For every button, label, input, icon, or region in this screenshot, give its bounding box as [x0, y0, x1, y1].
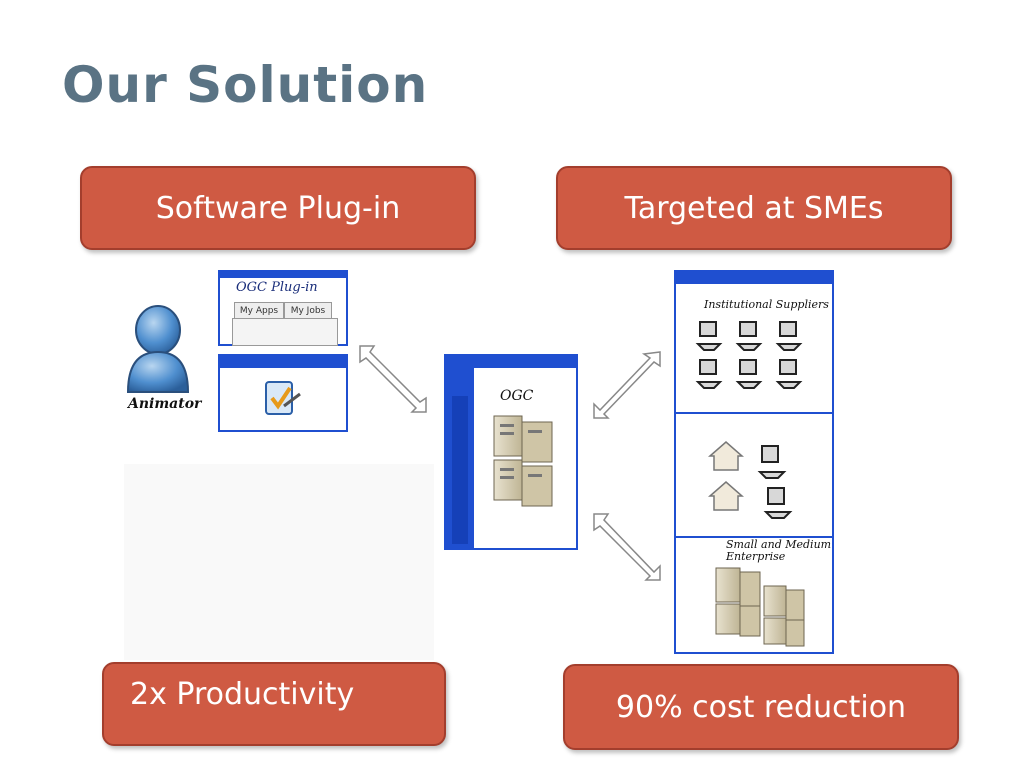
institutional-window: Institutional Suppliers — [674, 270, 834, 414]
institutional-label: Institutional Suppliers — [704, 298, 829, 311]
plugin-content-area — [232, 318, 338, 346]
double-arrow-icon — [593, 513, 661, 581]
ogc-sidebar-inner — [452, 396, 468, 544]
productivity-box: 2x Productivity — [102, 662, 446, 746]
sme-label-line1: Small and Medium — [726, 538, 832, 551]
ogc-label: OGC — [500, 388, 534, 404]
animator-label: Animator — [128, 396, 202, 412]
plugin-title: OGC Plug-in — [236, 280, 318, 295]
task-window — [218, 354, 348, 432]
checklist-icon — [265, 381, 301, 415]
sme-label-line2: Enterprise — [726, 550, 786, 563]
cost-reduction-box: 90% cost reduction — [563, 664, 959, 750]
double-arrow-icon — [593, 351, 661, 419]
plugin-window: OGC Plug-in My Apps My Jobs — [218, 270, 348, 346]
double-arrow-icon — [359, 345, 427, 413]
page-title: Our Solution — [62, 56, 429, 114]
sme-window: Small and Medium Enterprise — [674, 536, 834, 654]
blank-panel — [124, 464, 434, 660]
targeted-smes-label: Targeted at SMEs — [624, 190, 884, 226]
software-plugin-box: Software Plug-in — [80, 166, 476, 250]
targeted-smes-box: Targeted at SMEs — [556, 166, 952, 250]
cost-reduction-label: 90% cost reduction — [615, 689, 907, 725]
home-office-window — [674, 412, 834, 538]
productivity-label: 2x Productivity — [130, 676, 355, 712]
software-plugin-label: Software Plug-in — [155, 190, 401, 226]
ogc-window: OGC — [444, 354, 578, 550]
